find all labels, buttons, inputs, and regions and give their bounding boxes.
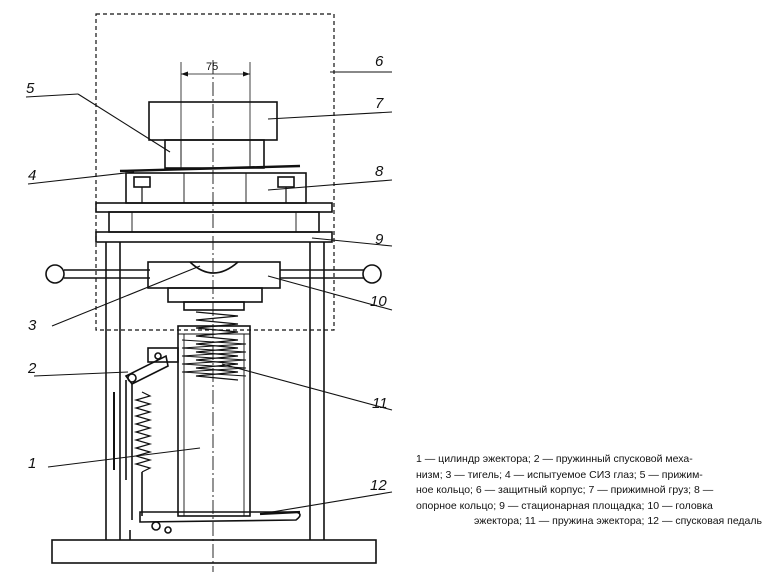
trigger-spring (133, 391, 153, 473)
figure-caption: 1 — цилиндр эжектора; 2 — пружинный спус… (416, 452, 762, 530)
stationary-platform (95, 202, 333, 213)
label-9: 9 (375, 231, 384, 248)
ejector-cylinder (177, 325, 251, 517)
label-1: 1 (28, 455, 36, 472)
caption-line: опорное кольцо; 9 — стационарная площадк… (416, 499, 713, 512)
left-handle-knob (45, 264, 65, 284)
label-10: 10 (370, 293, 387, 310)
ejector-head (147, 261, 281, 289)
caption-line: низм; 3 — тигель; 4 — испытуемое СИЗ гла… (416, 468, 703, 481)
dimension-75: 75 (206, 61, 218, 73)
label-2: 2 (27, 360, 37, 377)
label-4: 4 (28, 167, 36, 184)
caption-line: эжектора; 11 — пружина эжектора; 12 — сп… (473, 515, 762, 527)
base-plate (51, 539, 377, 564)
clamp-ring (164, 139, 265, 169)
caption-line: 1 — цилиндр эжектора; 2 — пружинный спус… (416, 453, 693, 465)
crucible (189, 261, 239, 274)
label-12: 12 (370, 477, 387, 494)
right-handle-knob (362, 264, 382, 284)
label-11: 11 (372, 395, 388, 412)
label-3: 3 (28, 317, 37, 334)
trigger-mechanism (147, 347, 179, 363)
caption-line: ное кольцо; 6 — защитный корпус; 7 — при… (416, 484, 714, 496)
label-6: 6 (375, 53, 384, 70)
label-8: 8 (375, 163, 384, 180)
label-5: 5 (26, 80, 35, 97)
test-sample (119, 164, 301, 173)
label-7: 7 (375, 95, 384, 112)
